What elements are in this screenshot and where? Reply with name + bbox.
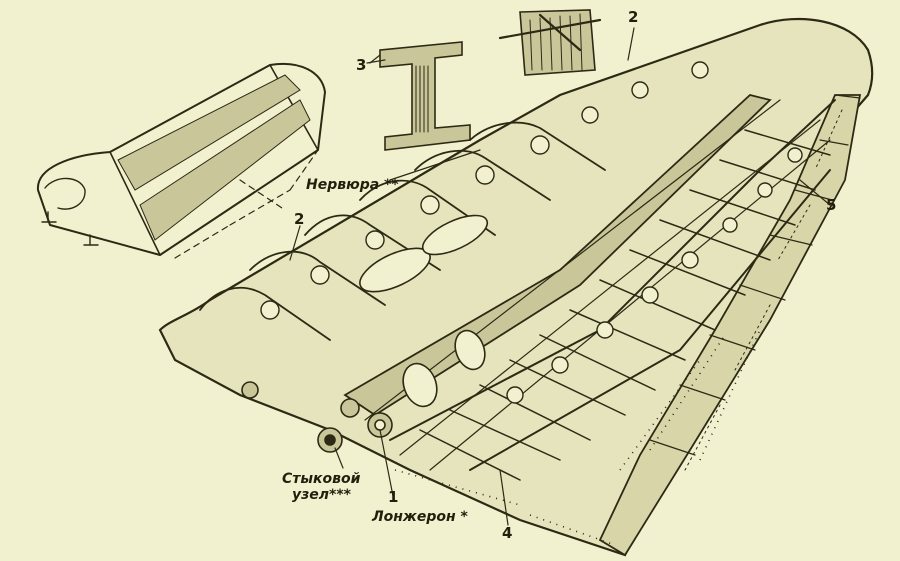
main-wing: [158, 17, 874, 557]
label-3: 3: [356, 56, 367, 74]
label-spar: Лонжерон *: [372, 509, 468, 525]
label-rib: Нервюра **: [306, 177, 399, 193]
leader-lines: [289, 27, 831, 526]
wing-section-inset: [36, 62, 326, 259]
label-1: 1: [388, 488, 399, 506]
label-2-top: 2: [628, 8, 639, 26]
label-2-left: 2: [294, 210, 305, 228]
label-joint-line1: Стыковой: [282, 471, 361, 487]
i-beam-fragment: [369, 41, 471, 151]
label-5: 5: [826, 196, 837, 214]
label-joint-line2: узел***: [292, 487, 351, 503]
stringer-fragment: [498, 9, 602, 76]
label-4: 4: [502, 524, 513, 542]
